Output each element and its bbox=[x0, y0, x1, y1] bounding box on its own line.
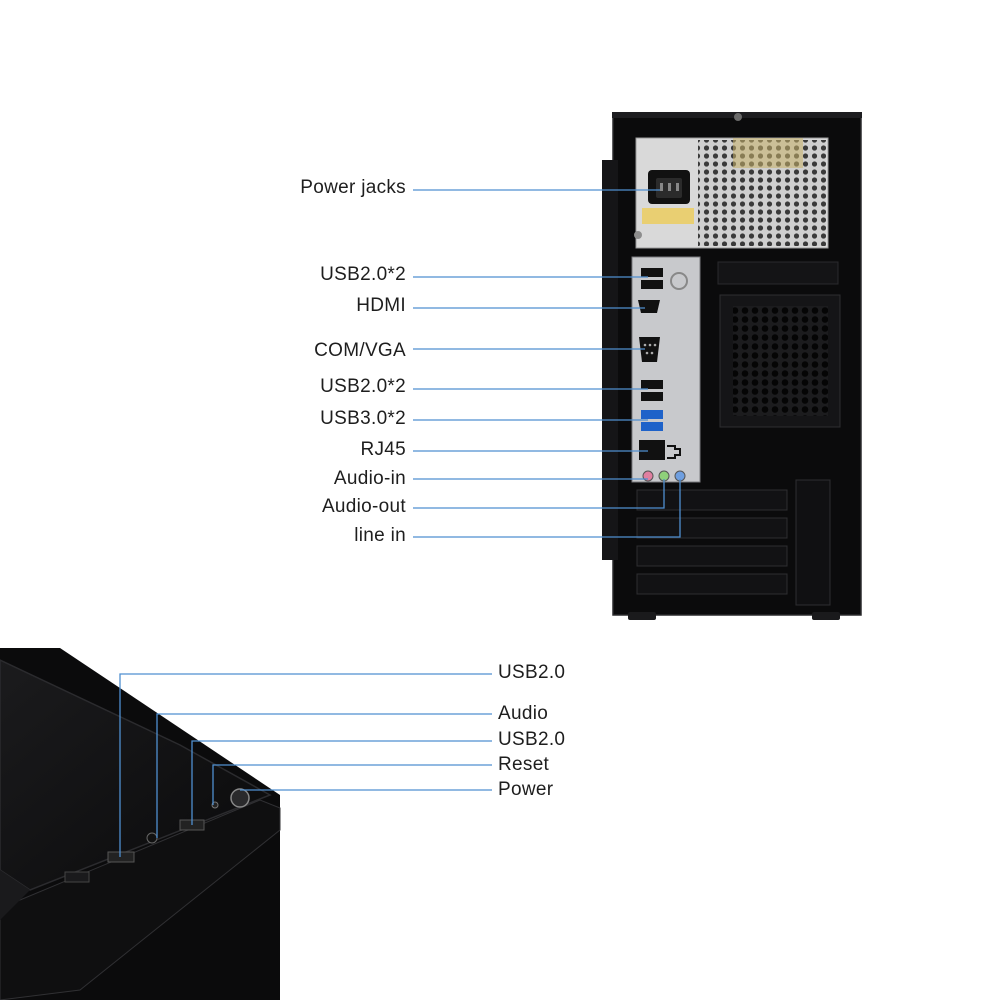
audio-jack-icon bbox=[146, 832, 158, 844]
hdmi-port-icon bbox=[638, 300, 660, 313]
leader-lines bbox=[119, 189, 681, 857]
label-front-usb2-b: USB2.0 bbox=[498, 729, 566, 750]
label-rj45: RJ45 bbox=[360, 439, 406, 460]
label-power-jacks: Power jacks bbox=[300, 177, 406, 198]
io-shield bbox=[631, 256, 701, 483]
usb-port-icon bbox=[107, 851, 135, 863]
label-line-in: line in bbox=[354, 525, 406, 546]
rear-foot-left bbox=[628, 612, 656, 620]
psu-panel bbox=[634, 113, 829, 249]
usb-port-icon bbox=[641, 380, 663, 401]
vga-port-icon bbox=[639, 337, 660, 362]
front-case bbox=[0, 648, 281, 1000]
label-front-usb2-a: USB2.0 bbox=[498, 662, 566, 683]
rear-case bbox=[602, 112, 862, 620]
ethernet-port-icon bbox=[639, 440, 681, 460]
expansion-slots bbox=[636, 479, 831, 606]
label-front-power: Power bbox=[498, 779, 554, 800]
label-com-vga: COM/VGA bbox=[314, 340, 406, 361]
power-button-icon bbox=[230, 788, 250, 808]
rear-foot-right bbox=[812, 612, 840, 620]
label-front-reset: Reset bbox=[498, 754, 550, 775]
iec-power-socket-icon bbox=[648, 170, 690, 204]
label-usb3-x2: USB3.0*2 bbox=[320, 408, 406, 429]
label-usb2-x2-bottom: USB2.0*2 bbox=[320, 376, 406, 397]
psu-rating-sticker bbox=[642, 208, 694, 224]
rear-case-side bbox=[602, 160, 618, 560]
label-hdmi: HDMI bbox=[356, 295, 406, 316]
label-audio-in: Audio-in bbox=[333, 468, 406, 489]
label-audio-out: Audio-out bbox=[321, 496, 406, 517]
usb-port-icon bbox=[641, 268, 663, 289]
usb3-port-icon bbox=[641, 410, 663, 431]
label-usb2-x2-top: USB2.0*2 bbox=[320, 264, 406, 285]
label-front-audio: Audio bbox=[498, 703, 549, 724]
